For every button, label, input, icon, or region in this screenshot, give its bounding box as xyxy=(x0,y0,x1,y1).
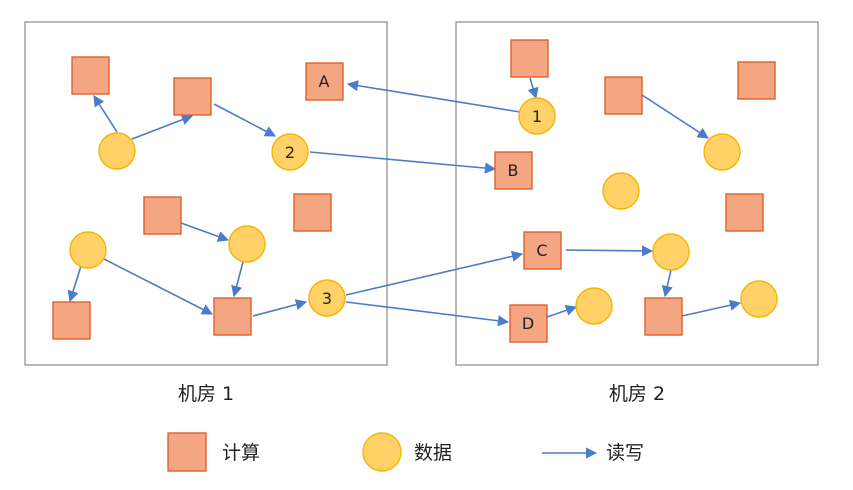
arrow xyxy=(309,151,497,174)
data-node xyxy=(652,233,690,271)
arrow xyxy=(345,301,510,327)
node-label-c: C xyxy=(536,241,547,260)
compute-node-c xyxy=(523,231,562,270)
compute-node xyxy=(71,56,110,95)
data-node xyxy=(69,231,107,269)
legend-readwrite-label: 读写 xyxy=(606,442,644,464)
arrow xyxy=(345,250,524,296)
compute-node-b xyxy=(494,151,533,190)
node-label-1: 1 xyxy=(532,107,542,126)
legend: 计算 数据 读写 xyxy=(167,432,644,472)
compute-node xyxy=(737,61,776,100)
arrow xyxy=(641,94,709,139)
compute-node xyxy=(173,77,212,116)
data-node xyxy=(575,287,613,325)
compute-node xyxy=(52,301,91,340)
legend-compute-label: 计算 xyxy=(222,442,260,464)
data-node xyxy=(703,133,741,171)
arrow xyxy=(346,80,521,113)
compute-node-a xyxy=(305,62,344,101)
arrow xyxy=(527,77,539,100)
compute-node xyxy=(213,297,252,336)
compute-node xyxy=(510,39,549,78)
compute-node xyxy=(604,76,643,115)
arrow xyxy=(546,304,578,318)
data-node xyxy=(98,132,136,170)
arrow xyxy=(231,261,244,298)
data-node-2 xyxy=(271,133,309,171)
compute-node xyxy=(725,193,764,232)
data-node xyxy=(602,172,640,210)
data-node xyxy=(740,280,778,318)
compute-node xyxy=(143,196,182,235)
room-2-label: 机房 2 xyxy=(609,383,665,405)
room-1-label: 机房 1 xyxy=(178,383,234,405)
legend-data-label: 数据 xyxy=(414,442,452,464)
compute-node xyxy=(293,193,332,232)
node-label-3: 3 xyxy=(322,289,332,308)
data-node xyxy=(228,225,266,263)
arrow xyxy=(565,245,654,257)
node-label-b: B xyxy=(508,161,519,180)
node-label-a: A xyxy=(319,72,330,91)
node-label-d: D xyxy=(522,314,534,333)
arrow xyxy=(180,222,230,242)
compute-node-d xyxy=(509,304,548,343)
legend-compute-swatch xyxy=(167,432,207,472)
read-write-arrows xyxy=(67,77,742,327)
compute-node xyxy=(644,297,683,336)
arrow xyxy=(661,269,673,298)
arrow xyxy=(103,258,213,315)
arrow xyxy=(681,299,742,317)
data-node-1 xyxy=(518,97,556,135)
node-label-2: 2 xyxy=(285,143,295,162)
arrow xyxy=(93,95,118,133)
arrow xyxy=(252,299,308,317)
legend-data-swatch xyxy=(362,432,402,472)
arrow xyxy=(131,114,194,140)
data-node-3 xyxy=(308,279,346,317)
arrow xyxy=(67,265,82,303)
arrow xyxy=(213,103,276,137)
